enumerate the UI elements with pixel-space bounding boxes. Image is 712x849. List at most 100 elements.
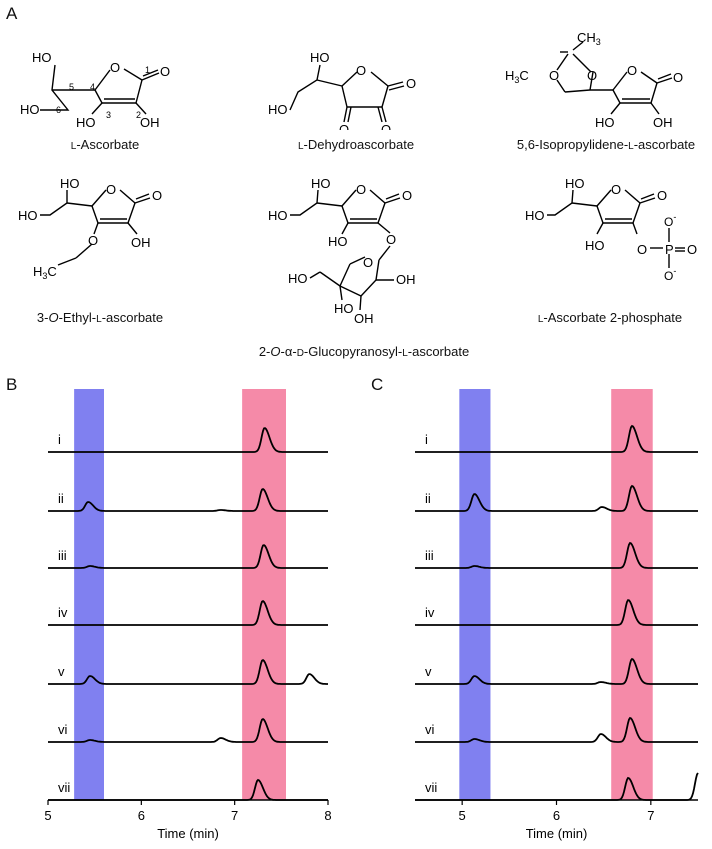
x-tick-label: 5 — [459, 808, 466, 823]
compound-caption: L-Ascorbate 2-phosphate — [537, 310, 683, 325]
trace-label-vi: vi — [425, 722, 435, 737]
x-axis-label: Time (min) — [526, 826, 588, 841]
structure-isopropylidene-ascorbate: CH3 H3C O O O O HO OH — [505, 30, 705, 130]
trace-label-v: v — [58, 664, 65, 679]
svg-text:O: O — [106, 182, 116, 197]
svg-text:O: O — [381, 122, 391, 130]
trace-label-vii: vii — [58, 780, 70, 795]
svg-text:OH: OH — [396, 272, 416, 287]
trace-iii — [48, 544, 328, 569]
trace-vi — [48, 718, 328, 743]
panel-label-a: A — [6, 4, 18, 23]
svg-text:O: O — [587, 68, 597, 83]
svg-text:O: O — [160, 64, 170, 79]
svg-text:HO: HO — [60, 176, 80, 191]
svg-text:OH: OH — [140, 115, 160, 130]
trace-v — [415, 657, 698, 685]
structure-l-ascorbate: HO HO O O HO OH 1 2 3 4 5 6 — [0, 30, 190, 130]
svg-text:O: O — [386, 232, 396, 247]
svg-text:OH: OH — [131, 235, 151, 250]
svg-text:O: O — [363, 255, 373, 270]
svg-text:O: O — [687, 242, 697, 257]
svg-text:P: P — [665, 242, 674, 257]
trace-label-vii: vii — [425, 780, 437, 795]
x-axis-label: Time (min) — [157, 826, 219, 841]
trace-label-ii: ii — [58, 491, 64, 506]
svg-text:O: O — [110, 60, 120, 75]
trace-iv — [415, 599, 698, 626]
svg-text:HO: HO — [268, 208, 288, 223]
x-tick-label: 7 — [647, 808, 654, 823]
x-tick-label: 7 — [231, 808, 238, 823]
trace-label-iv: iv — [58, 605, 68, 620]
x-tick-label: 5 — [44, 808, 51, 823]
svg-text:6: 6 — [56, 105, 61, 115]
trace-i — [48, 427, 328, 453]
structure-glucopyranosyl-ascorbate: HO HO O O HO O O HO OH HO OH — [250, 170, 450, 340]
trace-vi — [415, 716, 698, 743]
svg-text:4: 4 — [90, 82, 95, 92]
svg-text:HO: HO — [311, 176, 331, 191]
svg-text:OH: OH — [653, 115, 673, 130]
x-tick-label: 8 — [324, 808, 331, 823]
svg-text:HO: HO — [525, 208, 545, 223]
svg-text:H3C: H3C — [505, 68, 529, 85]
trace-ii — [415, 484, 698, 512]
svg-text:O: O — [657, 188, 667, 203]
structure-3-o-ethyl-ascorbate: HO HO O O O OH H3C — [0, 170, 190, 290]
svg-text:O: O — [356, 63, 366, 78]
structure-l-dehydroascorbate: HO HO O O O O — [250, 30, 440, 137]
svg-text:HO: HO — [20, 102, 40, 117]
svg-text:OH: OH — [354, 311, 374, 326]
svg-text:2: 2 — [136, 110, 141, 120]
svg-text:HO: HO — [18, 208, 38, 223]
svg-text:O: O — [406, 76, 416, 91]
svg-text:O: O — [152, 188, 162, 203]
trace-iii — [415, 541, 698, 569]
svg-text:HO: HO — [585, 238, 605, 253]
x-tick-label: 6 — [138, 808, 145, 823]
svg-text:HO: HO — [328, 234, 348, 249]
trace-label-i: i — [58, 432, 61, 447]
trace-vii — [48, 778, 328, 801]
svg-text:H3C: H3C — [33, 264, 57, 281]
trace-iv — [48, 600, 328, 626]
svg-text:1: 1 — [145, 65, 150, 75]
svg-text:HO: HO — [310, 50, 330, 65]
svg-text:HO: HO — [268, 102, 288, 117]
svg-text:HO: HO — [32, 50, 52, 65]
trace-ii — [48, 487, 328, 512]
svg-text:CH3: CH3 — [577, 30, 601, 47]
svg-text:O: O — [611, 182, 621, 197]
trace-label-v: v — [425, 664, 432, 679]
svg-text:5: 5 — [69, 82, 74, 92]
highlight-band-blue — [74, 389, 104, 800]
svg-text:O: O — [637, 242, 647, 257]
svg-text:O: O — [339, 122, 349, 130]
svg-text:O: O — [627, 63, 637, 78]
svg-text:O: O — [402, 188, 412, 203]
svg-text:O: O — [549, 68, 559, 83]
svg-text:HO: HO — [76, 115, 96, 130]
trace-label-iii: iii — [58, 548, 67, 563]
svg-text:O-: O- — [664, 266, 676, 283]
svg-text:HO: HO — [288, 271, 308, 286]
svg-text:HO: HO — [334, 301, 354, 316]
svg-text:O: O — [356, 182, 366, 197]
svg-text:O: O — [673, 70, 683, 85]
compound-caption: L-Ascorbate — [70, 137, 140, 152]
structure-ascorbate-2-phosphate: HO HO O O HO O P O- O O- — [515, 170, 710, 290]
trace-label-i: i — [425, 432, 428, 447]
panel-label-b: B — [6, 375, 18, 394]
highlight-band-pink — [242, 389, 286, 800]
compound-caption: L-Dehydroascorbate — [297, 137, 415, 152]
svg-text:HO: HO — [565, 176, 585, 191]
trace-label-iii: iii — [425, 548, 434, 563]
panel-label-c: C — [371, 375, 384, 394]
trace-vii — [415, 772, 699, 801]
compound-caption: 5,6-Isopropylidene-L-ascorbate — [516, 137, 696, 152]
svg-text:O-: O- — [664, 212, 676, 229]
highlight-band-pink — [611, 389, 653, 800]
trace-label-ii: ii — [425, 491, 431, 506]
